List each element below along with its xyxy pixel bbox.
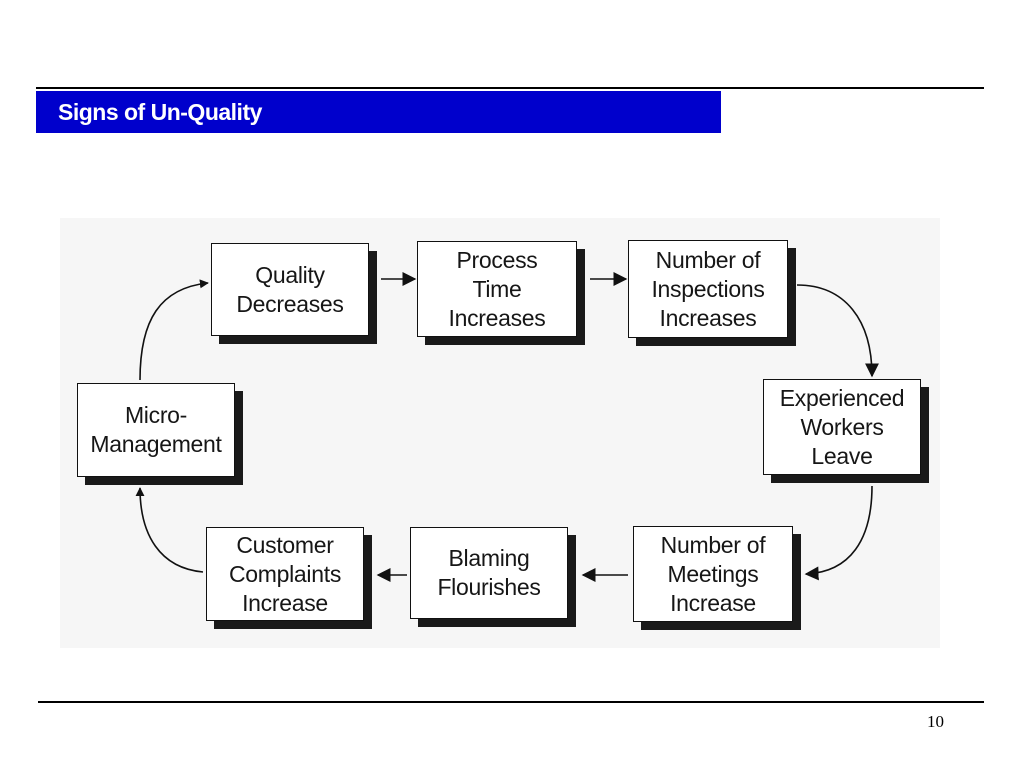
box-line: Number of xyxy=(660,531,766,558)
box-line: Increase xyxy=(242,589,328,616)
page-number: 10 xyxy=(927,712,944,731)
box-line: Micro- xyxy=(124,402,188,428)
box-line: Meetings xyxy=(667,560,759,587)
box-line: Management xyxy=(90,431,222,457)
box-number-of-inspections-increases: Number of Inspections Increases xyxy=(628,240,788,338)
box-line: Workers xyxy=(800,413,884,440)
arrow-inspections-to-workers xyxy=(796,284,879,378)
box-line: Flourishes xyxy=(437,574,541,600)
top-rule xyxy=(36,87,984,89)
box-process-time-increases: Process Time Increases xyxy=(417,241,577,337)
box-line: Increases xyxy=(659,304,757,331)
box-line: Quality xyxy=(255,261,325,288)
bottom-rule xyxy=(38,701,984,703)
box-line: Blaming xyxy=(448,545,530,571)
box-experienced-workers-leave: Experienced Workers Leave xyxy=(763,379,921,475)
box-customer-complaints-increase: Customer Complaints Increase xyxy=(206,527,364,621)
box-number-of-meetings-increase: Number of Meetings Increase xyxy=(633,526,793,622)
box-line: Increase xyxy=(670,589,756,616)
box-line: Inspections xyxy=(651,275,765,302)
arrow-complaints-to-micro xyxy=(135,487,204,573)
arrow-micro-to-quality xyxy=(139,279,209,381)
box-blaming-flourishes: Blaming Flourishes xyxy=(410,527,568,619)
box-line: Decreases xyxy=(236,290,344,317)
box-line: Increases xyxy=(448,304,546,331)
box-line: Experienced xyxy=(779,384,905,411)
box-line: Number of xyxy=(655,246,761,273)
slide-title: Signs of Un-Quality xyxy=(58,98,262,125)
box-quality-decreases: Quality Decreases xyxy=(211,243,369,336)
box-line: Leave xyxy=(811,442,873,469)
box-line: Customer xyxy=(236,531,334,558)
arrow-workers-to-meetings xyxy=(804,485,873,581)
title-bar: Signs of Un-Quality xyxy=(36,91,721,133)
box-micro-management: Micro- Management xyxy=(77,383,235,477)
box-line: Complaints xyxy=(228,560,342,587)
box-line: Time xyxy=(472,275,522,302)
box-line: Process xyxy=(456,246,538,273)
